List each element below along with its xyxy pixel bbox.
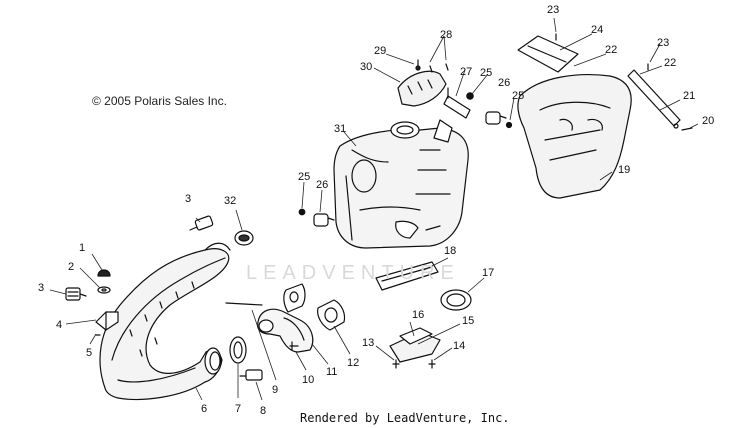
callout-29: 29 xyxy=(374,45,387,57)
pipe-gasket-ring xyxy=(229,336,247,364)
callout-13: 13 xyxy=(362,337,375,349)
callout-1: 1 xyxy=(79,242,86,254)
manifold-gasket-a xyxy=(283,283,306,313)
callout-31: 31 xyxy=(334,123,347,135)
rubber-mount-b xyxy=(313,213,335,227)
screw-28a xyxy=(429,65,433,73)
callout-17: 17 xyxy=(482,267,495,279)
callout-2: 2 xyxy=(68,261,75,273)
callout-26a: 26 xyxy=(498,77,511,89)
callout-26b: 26 xyxy=(316,179,329,191)
callout-15: 15 xyxy=(462,315,475,327)
screw-14 xyxy=(428,359,436,369)
callout-23a: 23 xyxy=(547,4,560,16)
callout-23b: 23 xyxy=(657,37,670,49)
grommet-25b xyxy=(505,121,513,129)
callout-28: 28 xyxy=(440,29,453,41)
cover-plate xyxy=(517,35,579,73)
callout-22a: 22 xyxy=(605,44,618,56)
callout-11: 11 xyxy=(326,366,338,378)
grommet xyxy=(97,269,111,277)
callout-32: 32 xyxy=(224,195,237,207)
heat-shield-small xyxy=(397,70,447,107)
watermark-text: LEADVENTURE xyxy=(246,262,460,284)
spring-bottom xyxy=(239,369,263,381)
callout-6: 6 xyxy=(201,403,208,415)
bracket-27 xyxy=(443,87,471,119)
callout-25b: 25 xyxy=(512,90,525,102)
callout-10: 10 xyxy=(302,374,315,386)
callout-22b: 22 xyxy=(664,57,677,69)
nut-29 xyxy=(415,65,421,71)
footer-credit: Rendered by LeadVenture, Inc. xyxy=(300,411,510,425)
screw-13 xyxy=(392,359,400,369)
copyright-text: © 2005 Polaris Sales Inc. xyxy=(92,94,227,108)
exhaust-pipe xyxy=(99,242,231,401)
callout-24: 24 xyxy=(591,24,604,36)
callout-9: 9 xyxy=(272,384,279,396)
callout-30: 30 xyxy=(360,61,373,73)
callout-4: 4 xyxy=(56,319,63,331)
spring-top xyxy=(189,215,214,231)
callout-14: 14 xyxy=(453,340,466,352)
strap xyxy=(627,69,681,129)
heat-plate xyxy=(389,327,441,363)
callout-12: 12 xyxy=(347,357,360,369)
bolt xyxy=(289,341,299,351)
callout-25c: 25 xyxy=(298,171,311,183)
rubber-mount-a xyxy=(485,111,507,125)
bolt-20 xyxy=(681,127,693,131)
callout-7: 7 xyxy=(235,403,242,415)
seal-17 xyxy=(440,289,472,311)
callout-3b: 3 xyxy=(185,193,192,205)
callout-27: 27 xyxy=(460,66,473,78)
gasket-strip xyxy=(375,261,439,291)
callout-8: 8 xyxy=(260,405,267,417)
screw-28b xyxy=(445,63,449,71)
manifold-gasket-b xyxy=(317,299,346,331)
callout-3a: 3 xyxy=(38,282,45,294)
grommet-25c xyxy=(298,208,306,216)
heat-shield-large xyxy=(517,74,632,199)
mount-bracket xyxy=(95,311,119,331)
seal-ring xyxy=(234,230,254,246)
grommet-25a xyxy=(466,92,474,100)
leader-lines xyxy=(49,17,699,401)
callout-5: 5 xyxy=(86,347,93,359)
callout-19: 19 xyxy=(618,164,631,176)
exhaust-manifold xyxy=(257,308,314,353)
muffler xyxy=(333,119,469,249)
spring-left xyxy=(65,287,87,301)
stud xyxy=(225,302,263,306)
callout-16: 16 xyxy=(412,309,425,321)
callout-21: 21 xyxy=(683,90,696,102)
callout-20: 20 xyxy=(702,115,715,127)
washer xyxy=(97,286,111,294)
callout-25a: 25 xyxy=(480,67,493,79)
callout-18: 18 xyxy=(444,245,457,257)
